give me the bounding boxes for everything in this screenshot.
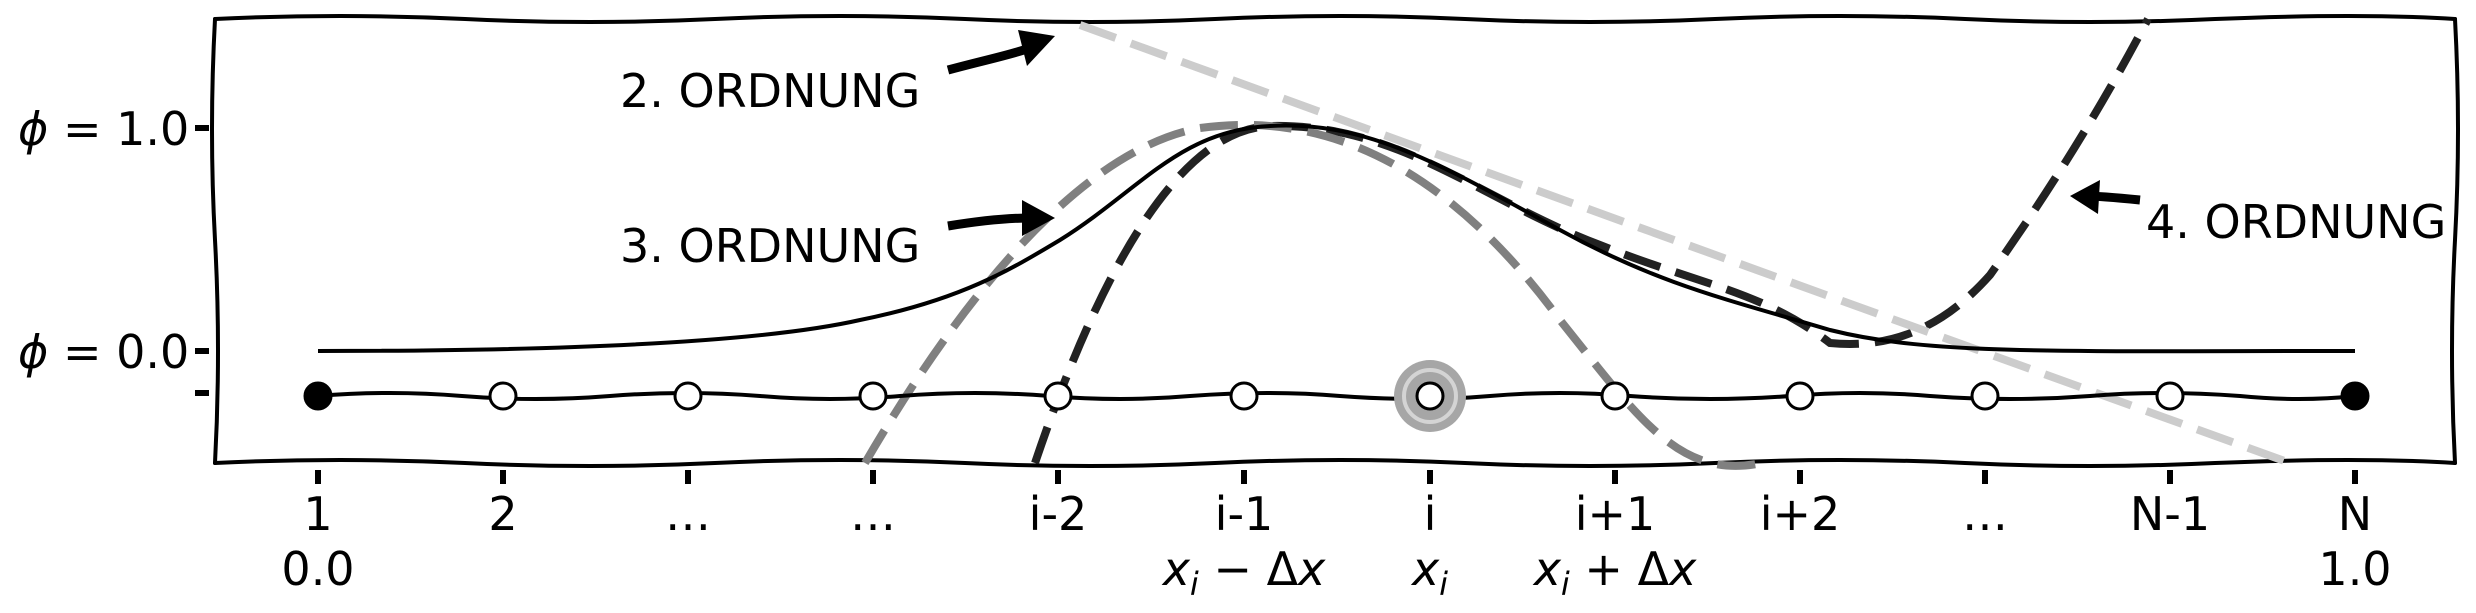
index-label: i+1: [1575, 487, 1656, 541]
index-label: 1: [303, 487, 332, 541]
frame-left: [210, 17, 220, 465]
frame-top: [213, 14, 2457, 24]
coord-label-i-minus-1: xi − Δx: [1161, 542, 1326, 603]
index-label: …: [850, 487, 896, 541]
node-i-plus-1: [1600, 381, 1630, 411]
plot-frame: [210, 14, 2460, 468]
coord-operator: − Δ: [1199, 542, 1299, 596]
index-label: i-2: [1029, 487, 1088, 541]
index-label: i+2: [1760, 487, 1841, 541]
coord-symbol: x: [1296, 542, 1326, 596]
node-2: [488, 381, 518, 411]
coord-label-i: xi: [1410, 542, 1448, 603]
second-order-label: 2. ORDNUNG: [620, 64, 920, 118]
frame-right: [2450, 17, 2460, 465]
coord-operator: + Δ: [1570, 542, 1670, 596]
frame-bottom: [213, 458, 2457, 468]
y-label-phi-one: ϕ = 1.0: [18, 102, 189, 156]
coord-symbol: x: [1410, 542, 1440, 596]
third-order-poly: [861, 121, 1763, 470]
highlight-ring-inner: [1402, 368, 1458, 424]
y-ticks: [195, 125, 209, 396]
node-10: [1970, 381, 2000, 411]
node-i-plus-2: [1785, 381, 1815, 411]
fourth-order-label: 4. ORDNUNG: [2146, 195, 2446, 249]
coord-subscript: i: [1561, 565, 1570, 603]
y-label-phi-zero: ϕ = 0.0: [18, 325, 189, 379]
node-i: [1415, 381, 1445, 411]
node-3: [673, 381, 703, 411]
index-label: i-1: [1215, 487, 1274, 541]
arrow-head-icon: [1018, 30, 1055, 66]
arrow-head-icon: [2070, 180, 2100, 214]
arrow-head-icon: [1022, 200, 1055, 236]
x-index-labels: 1 2 … … i-2 i-1 i i+1 i+2 … N-1 N: [303, 487, 2372, 541]
node-1: [303, 381, 333, 411]
annotation-third-order: 3. ORDNUNG: [620, 200, 1055, 273]
index-label: N: [2338, 487, 2372, 541]
node-n: [2340, 381, 2370, 411]
index-label: i: [1424, 487, 1437, 541]
node-i-minus-1: [1229, 381, 1259, 411]
exact-solution-curve: [317, 123, 2356, 354]
annotation-fourth-order: 4. ORDNUNG: [2070, 180, 2446, 249]
coord-symbol: x: [1161, 542, 1191, 596]
x-ticks: [315, 470, 2358, 484]
phi-symbol: ϕ: [18, 102, 48, 156]
index-label: N-1: [2130, 487, 2210, 541]
coord-label-first: 0.0: [281, 542, 354, 596]
coord-symbol: x: [1667, 542, 1697, 596]
coord-label-i-plus-1: xi + Δx: [1532, 542, 1697, 603]
coord-subscript: i: [1190, 565, 1199, 603]
fourth-order-poly: [1031, 17, 2152, 465]
arrow-icon: [946, 43, 1032, 75]
y-label-phi-zero-value: = 0.0: [48, 325, 189, 379]
node-n-minus-1: [2155, 381, 2185, 411]
node-4: [858, 381, 888, 411]
index-label: …: [1962, 487, 2008, 541]
fourth-order-curve: [1031, 17, 2152, 465]
coord-subscript: i: [1439, 565, 1448, 603]
third-order-label: 3. ORDNUNG: [620, 219, 920, 273]
coord-symbol: x: [1532, 542, 1562, 596]
coord-label-last: 1.0: [2318, 542, 2391, 596]
node-i-minus-2: [1043, 381, 1073, 411]
grid-nodes: [303, 381, 2370, 411]
arrow-icon: [947, 213, 1031, 231]
third-order-curve: [861, 121, 1763, 470]
phi-symbol: ϕ: [18, 325, 48, 379]
x-coord-labels: 0.0 1.0 xi − Δx xi xi + Δx: [281, 542, 2391, 603]
annotation-second-order: 2. ORDNUNG: [620, 30, 1055, 118]
index-label: …: [665, 487, 711, 541]
y-label-phi-one-value: = 1.0: [48, 102, 189, 156]
grid-line: [317, 391, 2356, 401]
index-label: 2: [488, 487, 517, 541]
